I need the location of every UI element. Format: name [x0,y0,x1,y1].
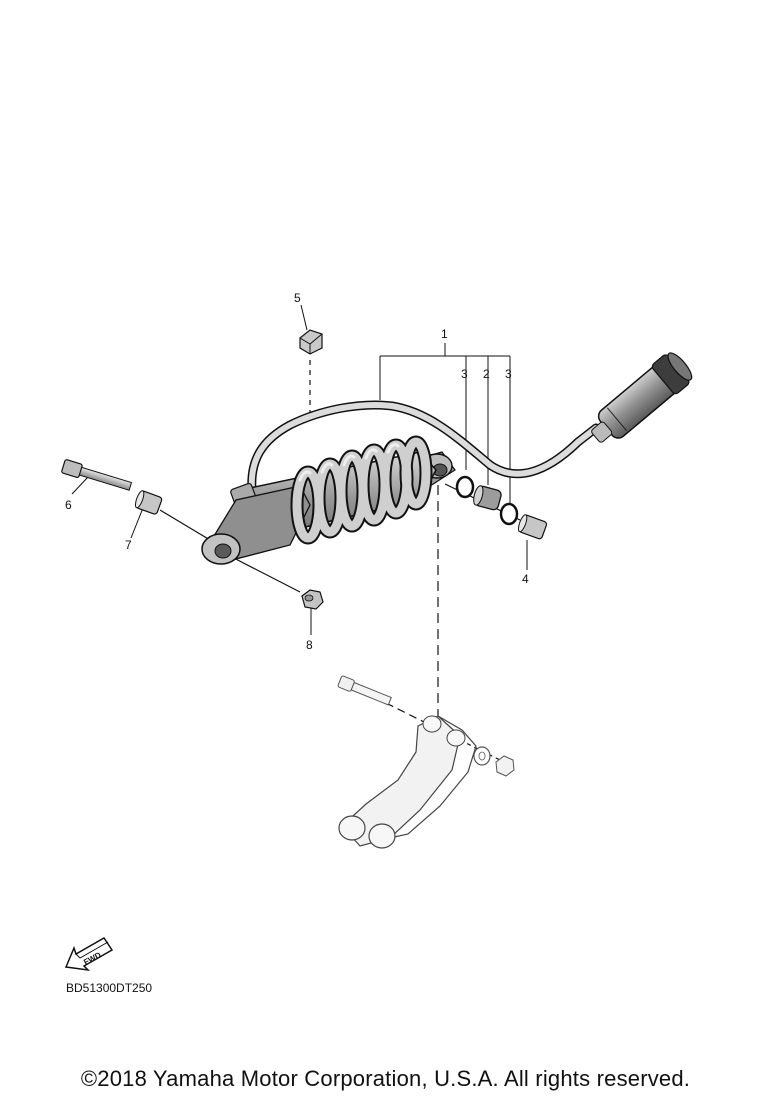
collar-left-icon [134,490,163,515]
oil-seal-icon [499,502,519,526]
callout-3a: 3 [461,367,468,381]
callout-3b: 3 [505,367,512,381]
collar-right-icon [517,514,548,540]
callout-labels: 1 3 2 3 4 5 6 7 8 [65,291,529,652]
reservoir-icon [591,352,693,443]
callout-1: 1 [441,327,448,341]
long-bolt-icon [61,459,133,491]
copyright-notice: ©2018 Yamaha Motor Corporation, U.S.A. A… [80,1066,691,1091]
reservoir-hose [247,400,601,495]
fwd-arrow-icon: FWD [64,937,114,972]
callout-8: 8 [306,638,313,652]
callout-7: 7 [125,538,132,552]
oil-seal-icon [455,475,475,499]
leader-lines [71,304,528,635]
spring-icon [290,435,433,545]
callout-4: 4 [522,572,529,586]
bleeder-nut-icon [299,329,323,355]
callout-5: 5 [294,291,301,305]
relay-arm-icon [337,675,515,849]
bearing-icon [473,485,502,511]
callout-2: 2 [483,367,490,381]
callout-6: 6 [65,498,72,512]
lower-nut-icon [301,589,324,610]
diagram-reference-code: BD51300DT250 [66,981,153,995]
